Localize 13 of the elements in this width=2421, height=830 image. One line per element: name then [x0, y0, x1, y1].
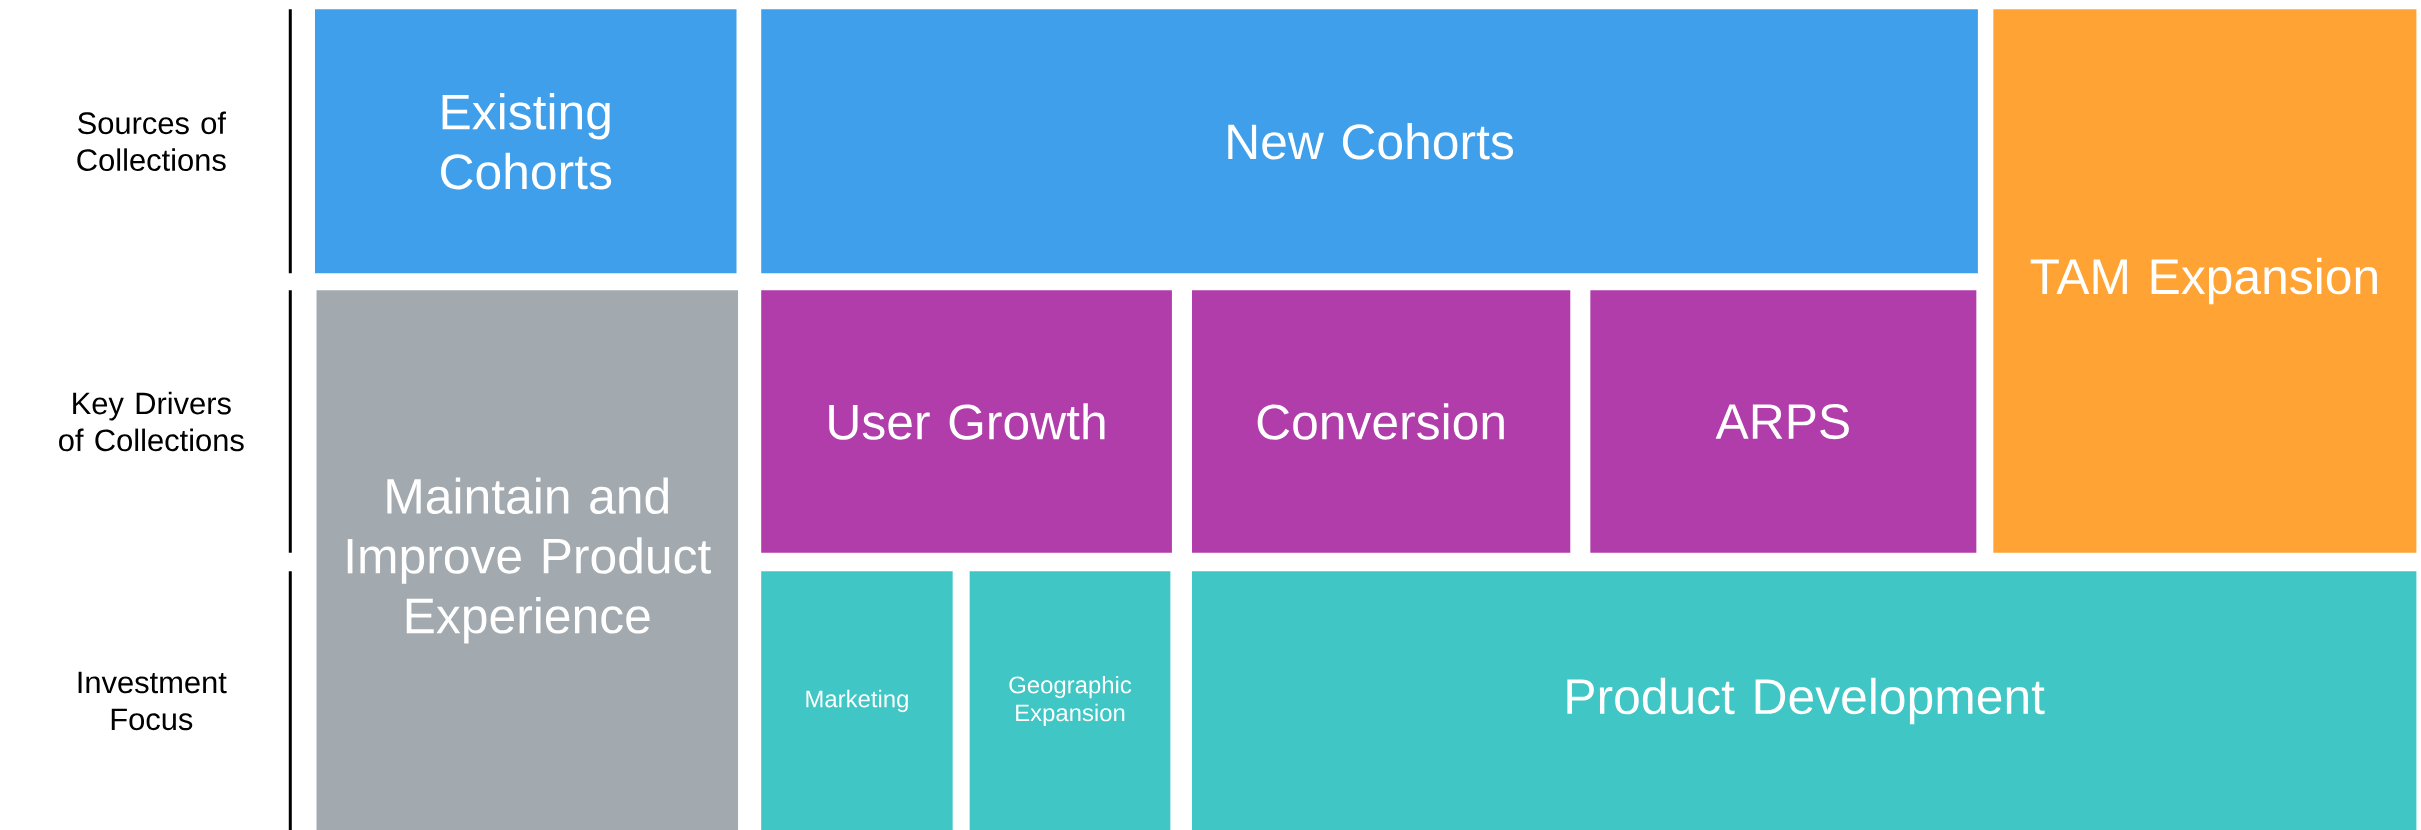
row-label: Key Drivers of Collections — [59, 391, 244, 452]
block: Conversion — [1192, 290, 1571, 553]
block: User Growth — [761, 290, 1172, 553]
block: TAM Expansion — [1993, 9, 2417, 553]
block: Product Development — [1192, 571, 2417, 830]
block: New Cohorts — [761, 9, 1978, 274]
row-label: Sources of Collections — [77, 111, 226, 171]
block: Marketing — [761, 571, 953, 830]
block: Existing Cohorts — [315, 9, 737, 274]
row-label: Investment Focus — [78, 671, 227, 731]
block: Geographic Expansion — [969, 571, 1171, 830]
block: ARPS — [1590, 290, 1977, 553]
block: Maintain and Improve Product Experience — [316, 290, 739, 830]
